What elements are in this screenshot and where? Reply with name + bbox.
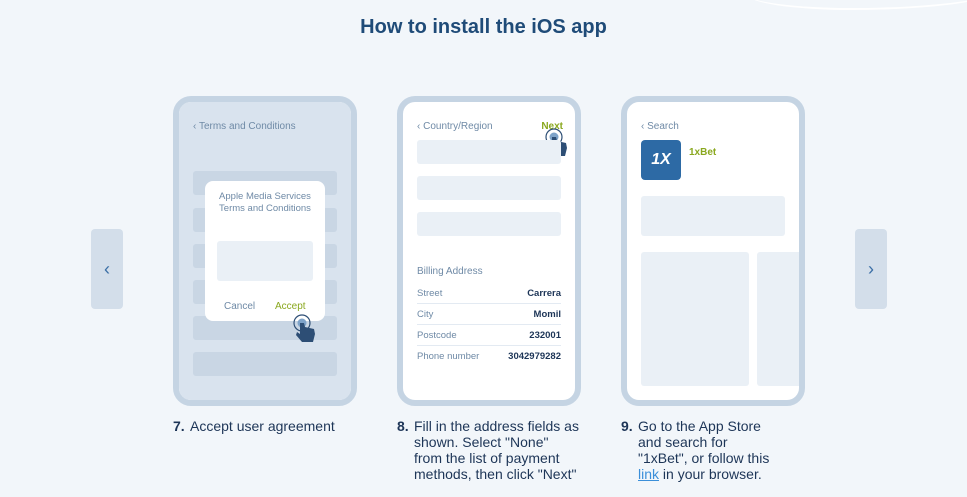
- browser-link[interactable]: link: [638, 466, 660, 482]
- step-number: 9.: [621, 418, 633, 434]
- country-field[interactable]: [417, 140, 561, 164]
- app-name: 1xBet: [689, 147, 717, 158]
- step-text: Accept user agreement: [190, 418, 335, 434]
- chevron-left-icon: ‹: [104, 258, 110, 279]
- modal-title: Apple Media Services Terms and Condition…: [219, 191, 311, 214]
- phone-step-9: ‹ Search 1X 1xBet: [621, 96, 805, 406]
- chevron-left-icon: ‹: [193, 121, 197, 132]
- billing-row-city[interactable]: City Momil: [417, 304, 561, 325]
- app-screenshot: [641, 252, 749, 386]
- app-screenshot: [757, 252, 799, 386]
- billing-row-phone[interactable]: Phone number 3042979282: [417, 351, 561, 362]
- form-field[interactable]: [417, 212, 561, 236]
- placeholder-bar: [193, 352, 337, 376]
- phone-step-7: ‹ Terms and Conditions Apple Media Servi…: [173, 96, 357, 406]
- page-title: How to install the iOS app: [360, 16, 607, 38]
- chevron-left-icon: ‹: [641, 121, 645, 132]
- next-button[interactable]: Next: [541, 121, 563, 132]
- billing-address-title: Billing Address: [417, 266, 483, 277]
- accept-button[interactable]: Accept: [275, 301, 306, 312]
- tap-hand-icon: [293, 314, 315, 342]
- billing-row-street[interactable]: Street Carrera: [417, 283, 561, 304]
- back-link-search: ‹ Search: [641, 121, 679, 132]
- chevron-left-icon: ‹: [417, 121, 421, 132]
- back-link-country: ‹ Country/Region: [417, 121, 493, 132]
- step-number: 7.: [173, 418, 185, 434]
- step-number: 8.: [397, 418, 409, 434]
- terms-modal: Apple Media Services Terms and Condition…: [205, 181, 325, 321]
- cancel-button[interactable]: Cancel: [224, 301, 256, 312]
- back-link-terms: ‹ Terms and Conditions: [193, 121, 296, 132]
- billing-row-postcode[interactable]: Postcode 232001: [417, 325, 561, 346]
- phone-step-8: ‹ Country/Region Next Billing Address St…: [397, 96, 581, 406]
- chevron-right-icon: ›: [868, 258, 874, 279]
- background-wave: [747, 0, 967, 10]
- step-text: Go to the App Store and search for "1xBe…: [638, 418, 770, 482]
- prev-arrow-button[interactable]: ‹: [91, 229, 123, 309]
- modal-content-box: [217, 241, 313, 281]
- next-arrow-button[interactable]: ›: [855, 229, 887, 309]
- placeholder-banner: [641, 196, 785, 236]
- step-text: Fill in the address fields as shown. Sel…: [414, 418, 579, 482]
- app-logo-icon[interactable]: 1X: [641, 140, 681, 180]
- form-field[interactable]: [417, 176, 561, 200]
